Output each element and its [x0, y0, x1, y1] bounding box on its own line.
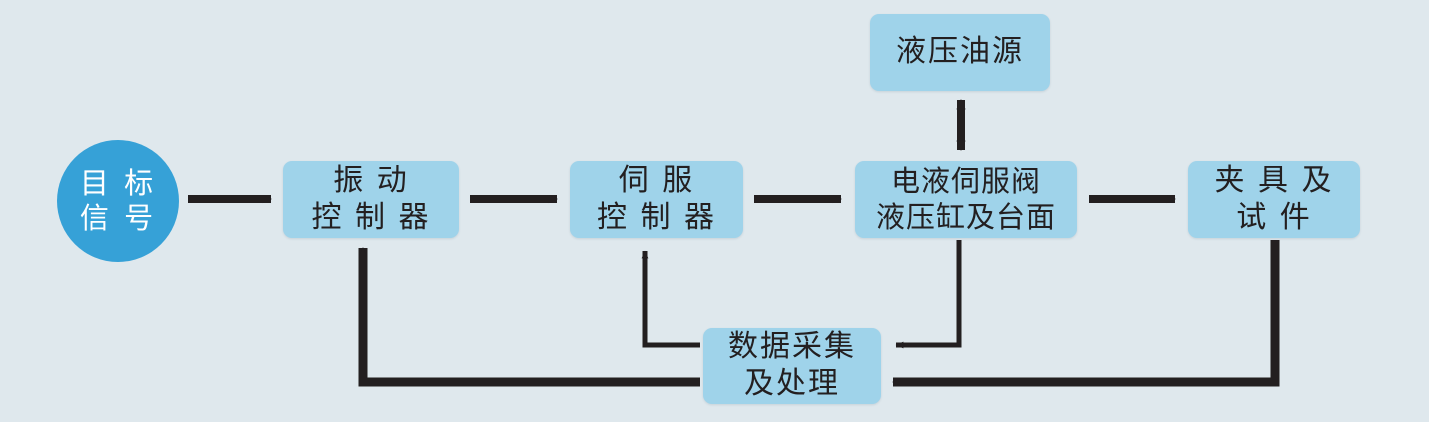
connector-fixture-to-data — [892, 240, 1280, 387]
node-servo-controller-line2: 控 制 器 — [596, 199, 717, 235]
connector-data-to-vibration-feedback — [358, 247, 700, 387]
connector-data-to-servo-feedback — [641, 250, 700, 348]
connector-valve-to-data — [895, 240, 962, 349]
node-data-acquisition-processing-line2: 及处理 — [744, 366, 840, 401]
node-vibration-controller-line2: 控 制 器 — [311, 199, 431, 235]
node-target-signal[interactable]: 目 标 信 号 — [57, 140, 179, 262]
node-hydraulic-oil-source-line1: 液压油源 — [896, 34, 1024, 70]
node-servo-controller[interactable]: 伺 服 控 制 器 — [570, 161, 743, 238]
node-vibration-controller-line1: 振 动 — [333, 162, 409, 198]
node-target-signal-line1: 目 标 — [79, 165, 157, 200]
node-vibration-controller[interactable]: 振 动 控 制 器 — [283, 161, 459, 238]
node-data-acquisition-processing-line1: 数据采集 — [728, 329, 856, 365]
node-servo-valve-cylinder-table-line2: 液压缸及台面 — [875, 199, 1056, 234]
node-fixture-and-specimen-line1: 夹 具 及 — [1214, 162, 1334, 198]
node-hydraulic-oil-source[interactable]: 液压油源 — [870, 14, 1050, 91]
node-fixture-and-specimen-line2: 试 件 — [1236, 199, 1312, 235]
node-servo-valve-cylinder-table[interactable]: 电液伺服阀 液压缸及台面 — [855, 161, 1077, 238]
node-data-acquisition-processing[interactable]: 数据采集 及处理 — [703, 328, 881, 404]
node-fixture-and-specimen[interactable]: 夹 具 及 试 件 — [1188, 161, 1360, 238]
node-target-signal-line2: 信 号 — [79, 201, 157, 235]
node-servo-valve-cylinder-table-line1: 电液伺服阀 — [890, 164, 1041, 199]
node-servo-controller-line1: 伺 服 — [618, 162, 695, 198]
